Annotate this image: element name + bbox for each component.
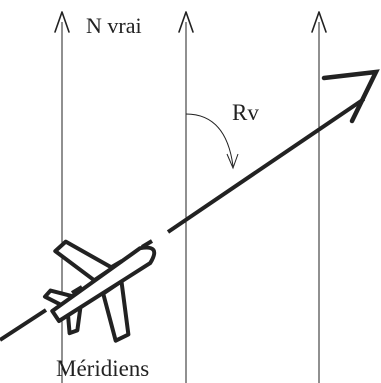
label-heading-rv: Rv	[232, 100, 259, 125]
course-line-body-dash-3	[140, 239, 154, 249]
north-arrowhead-left	[54, 11, 70, 33]
north-arrowheads	[54, 11, 327, 33]
heading-arc-arrow	[226, 153, 239, 170]
label-meridians: Méridiens	[56, 356, 149, 381]
meridians	[61, 22, 320, 383]
course-line	[0, 97, 366, 342]
course-arrowhead	[321, 69, 380, 124]
course-line-tail	[0, 308, 48, 342]
jet-aircraft-icon	[42, 239, 157, 343]
heading-arc	[185, 113, 234, 167]
course-line-body-dash-2	[108, 259, 124, 270]
north-arrowhead-middle	[178, 11, 194, 33]
label-north-true: N vrai	[86, 13, 142, 38]
course-line-body-dash-1	[70, 285, 84, 295]
north-arrowhead-right	[311, 11, 327, 33]
heading-angle-arc	[185, 113, 239, 170]
course-line-head	[166, 97, 366, 234]
